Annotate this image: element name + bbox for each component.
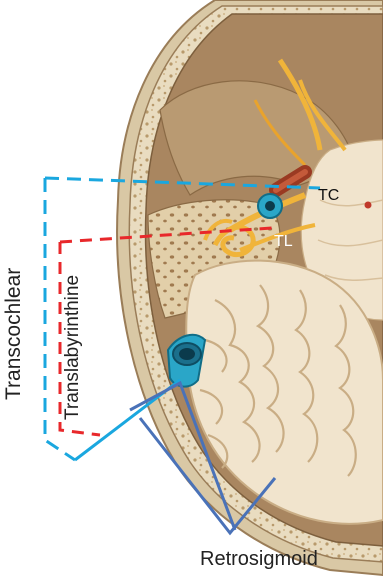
- tc-label: TC: [318, 187, 339, 204]
- retrosigmoid-label: Retrosigmoid: [200, 548, 318, 571]
- transcochlear-label: Transcochlear: [2, 268, 26, 400]
- tl-label: TL: [274, 233, 293, 250]
- basilar-artery-dot: [365, 202, 372, 209]
- translabyrinthine-label: Translabyrinthine: [62, 275, 84, 420]
